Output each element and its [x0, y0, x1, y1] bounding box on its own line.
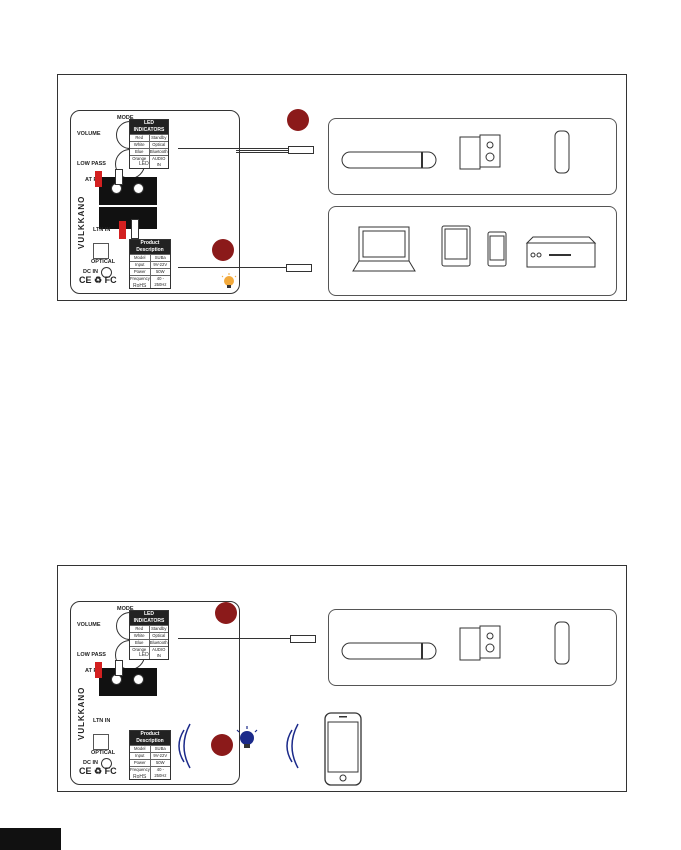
output-devices-box	[328, 118, 617, 195]
optical-label: OPTICAL	[91, 259, 116, 265]
brand-wordmark-2: VULKKANO	[77, 686, 86, 740]
rca-plug-red	[95, 171, 102, 187]
jack-plug-bottom	[286, 264, 312, 272]
step-marker-3	[215, 602, 237, 624]
cable-bt-top	[178, 638, 290, 639]
certification-marks-2: CE ♻ FC	[79, 766, 117, 776]
rohs-mark-2: RoHS	[133, 774, 147, 780]
jack-plug-bt	[290, 635, 316, 643]
led-label-2: LED	[139, 652, 149, 658]
mode-label-2: MODE	[117, 606, 134, 612]
portable-speaker-icon	[554, 130, 570, 174]
rca-plug-red-2	[95, 662, 102, 678]
bluetooth-signal-right-icon	[286, 723, 299, 769]
at-pc-label-2: AT PC	[85, 668, 102, 674]
cable-top	[236, 150, 288, 151]
led-bulb-orange-icon	[221, 273, 237, 288]
source-devices-box	[328, 206, 617, 296]
bookshelf-speakers-icon-2	[459, 625, 501, 661]
brand-wordmark: VULKKANO	[77, 195, 86, 249]
ltn-in-label: LTN IN	[93, 227, 111, 233]
optical-port	[93, 243, 109, 259]
low-pass-label-2: LOW PASS	[77, 652, 106, 658]
rca-jack-block	[99, 177, 157, 205]
media-player-icon	[525, 236, 597, 268]
dc-in-port	[101, 267, 112, 278]
rca-plug-white-lower	[131, 219, 139, 239]
step-marker-1	[287, 109, 309, 131]
bookshelf-speakers-icon	[459, 134, 501, 170]
rca-jack-block-lower	[99, 207, 157, 229]
output-devices-box-2	[328, 609, 617, 686]
cable-top-long	[178, 148, 288, 149]
soundbar-icon	[341, 151, 437, 169]
at-pc-label: AT PC	[85, 177, 102, 183]
rca-jack-4	[133, 674, 144, 685]
step-marker-4	[211, 734, 233, 756]
low-pass-label: LOW PASS	[77, 161, 106, 167]
dc-in-label: DC IN	[83, 269, 98, 275]
ltn-in-label-2: LTN IN	[93, 718, 111, 724]
smartphone-bt-icon	[324, 712, 362, 786]
volume-label-2: VOLUME	[77, 622, 101, 628]
tablet-icon	[441, 225, 471, 267]
led-bulb-blue-icon	[236, 726, 258, 748]
rca-plug-white-2	[115, 660, 123, 676]
rca-plug-white	[115, 169, 123, 185]
optical-label-2: OPTICAL	[91, 750, 116, 756]
smartphone-icon	[487, 231, 507, 267]
step-marker-2	[212, 239, 234, 261]
soundbar-icon-2	[341, 642, 437, 660]
mode-label: MODE	[117, 115, 134, 121]
volume-label: VOLUME	[77, 131, 101, 137]
jack-plug-top	[288, 146, 314, 154]
led-label: LED	[139, 161, 149, 167]
cable-bottom	[178, 267, 286, 268]
certification-marks: CE ♻ FC	[79, 275, 117, 285]
cable-top-2	[236, 152, 288, 153]
rohs-mark: RoHS	[133, 283, 147, 289]
page-footer-tab	[0, 828, 61, 850]
rca-plug-red-lower	[119, 221, 126, 239]
product-table-title: Product Description	[130, 240, 170, 254]
led-table-title: LED INDICATORS	[130, 120, 168, 134]
optical-port-2	[93, 734, 109, 750]
rca-jack-block-2	[99, 668, 157, 696]
portable-speaker-icon-2	[554, 621, 570, 665]
rca-jack-2	[133, 183, 144, 194]
dc-in-port-2	[101, 758, 112, 769]
laptop-icon	[352, 226, 416, 272]
bluetooth-signal-left-icon	[178, 723, 191, 769]
dc-in-label-2: DC IN	[83, 760, 98, 766]
